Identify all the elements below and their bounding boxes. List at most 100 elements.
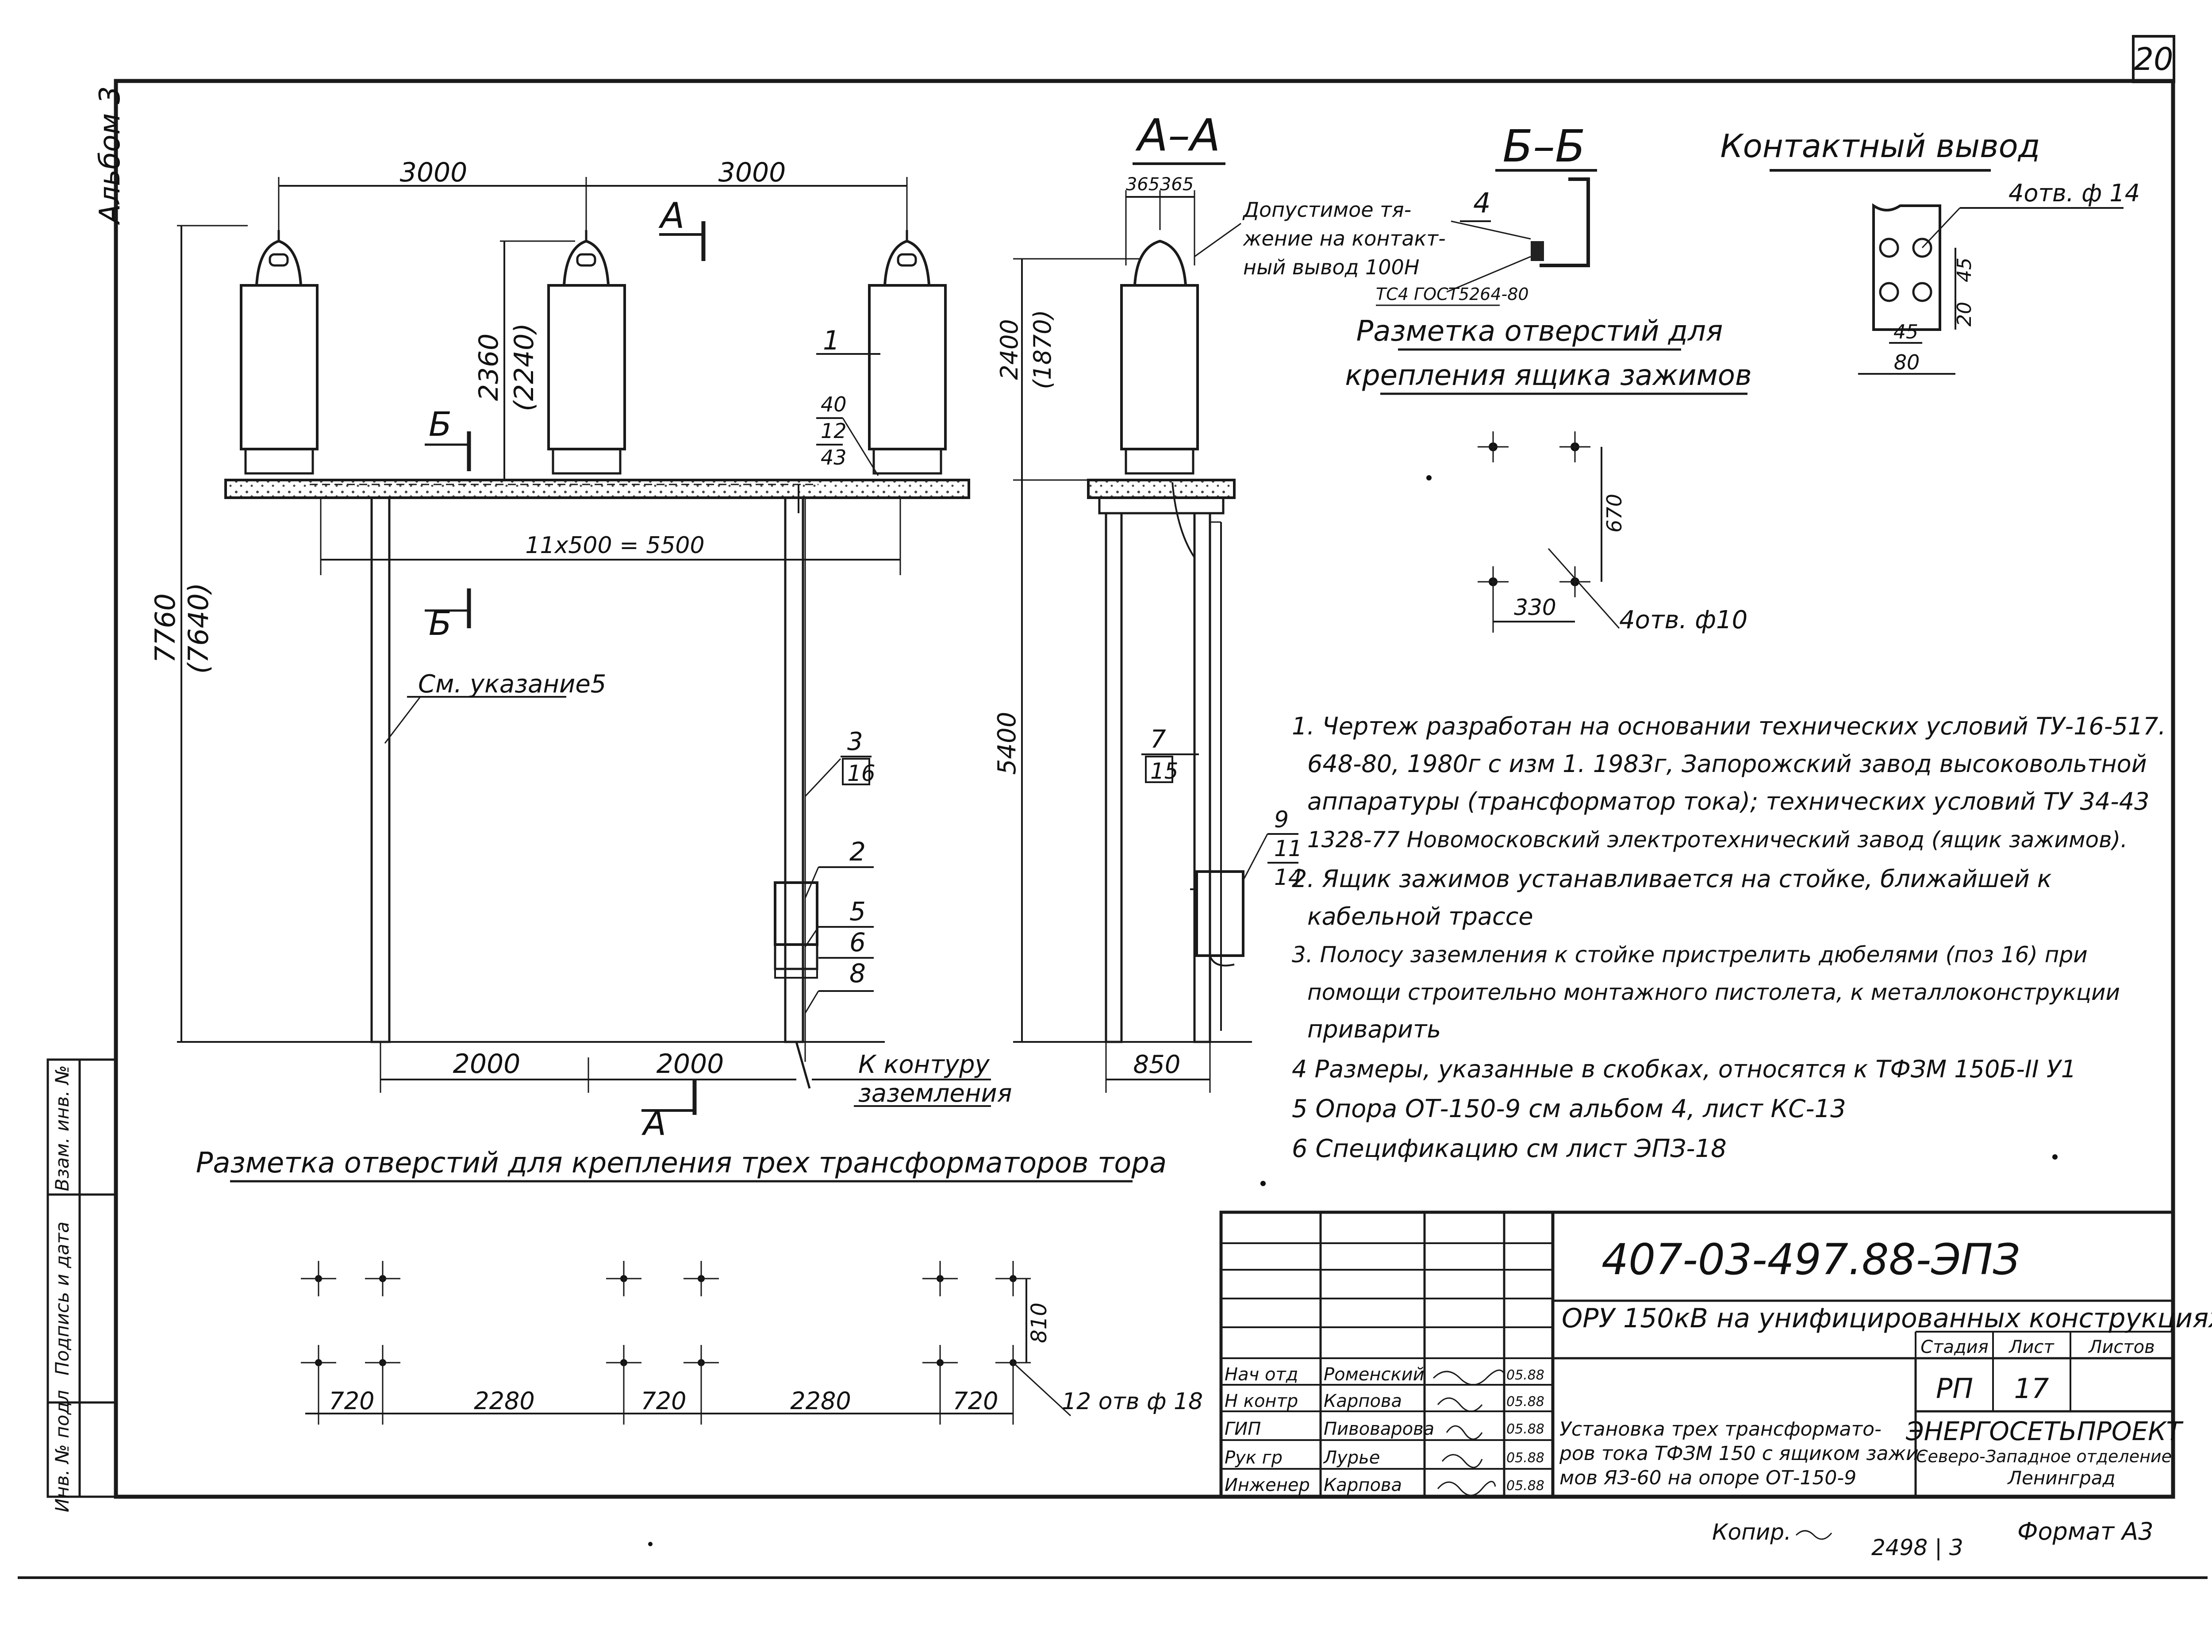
th-dim-2280-b: 2280 — [790, 1387, 851, 1415]
person-date: 05.88 — [1506, 1450, 1544, 1466]
note-line-6: кабельной трассе — [1307, 903, 1533, 930]
box-hole-2 — [1559, 431, 1590, 462]
callout-14: 14 — [1274, 864, 1302, 890]
person-role: Рук гр — [1225, 1448, 1283, 1468]
callout-3: 3 — [847, 727, 863, 756]
inv-label: Инв. № подл — [51, 1390, 73, 1512]
callout-43: 43 — [821, 446, 847, 469]
doc-code: 407-03-497.88-ЭПЗ — [1601, 1235, 2020, 1284]
th-dim-2280-a: 2280 — [474, 1387, 534, 1415]
album-label: Альбом 3 — [94, 86, 127, 225]
box-holes-note: 4отв. ф10 — [1619, 606, 1747, 634]
box-hole-3 — [1478, 566, 1509, 597]
callout-4: 4 — [1473, 187, 1490, 219]
section-bb: Б–Б 4 ТС4 ГОСТ5264-80 — [1376, 120, 1597, 306]
dim-850: 850 — [1133, 1050, 1181, 1079]
note-line-11: 5 Опора ОТ-150-9 см альбом 4, лист КС-13 — [1292, 1095, 1846, 1123]
dim-5400: 5400 — [993, 712, 1022, 775]
box-dim-670: 670 — [1602, 494, 1626, 533]
notes-block: 1. Чертеж разработан на основании технич… — [1260, 712, 2166, 1186]
project-name: ОРУ 150кВ на унифицированных конструкция… — [1562, 1303, 2212, 1334]
person-name: Лурье — [1323, 1448, 1380, 1468]
person-role: Нач отд — [1225, 1364, 1298, 1385]
callout-11: 11 — [1274, 836, 1302, 861]
person-date: 05.88 — [1506, 1478, 1544, 1494]
dim-bottom-left: 2000 — [453, 1049, 521, 1080]
transformer-holes-title: Разметка отверстий для крепления трех тр… — [196, 1147, 1167, 1179]
box-holes-title-line2: крепления ящика зажимов — [1345, 359, 1751, 392]
note-line-8: помощи строительно монтажного пистолета,… — [1307, 980, 2120, 1005]
transformer-left — [240, 230, 319, 475]
callout-2: 2 — [849, 837, 866, 867]
callout-40: 40 — [821, 392, 847, 416]
dim-365-right: 365 — [1160, 174, 1194, 195]
callout-8: 8 — [849, 958, 866, 988]
person-role: ГИП — [1225, 1419, 1261, 1439]
signature — [1446, 1425, 1483, 1440]
signature — [1432, 1369, 1505, 1386]
people-row-4: Рук гр Лурье 05.88 — [1225, 1448, 1544, 1468]
title-block: 407-03-497.88-ЭПЗ ОРУ 150кВ на унифициро… — [1219, 1210, 2212, 1498]
hole-group-2 — [606, 1261, 719, 1380]
box-hole-4 — [1559, 566, 1590, 597]
note-line-2: 648-80, 1980г с изм 1. 1983г, Запорожски… — [1307, 750, 2147, 778]
callout-12: 12 — [821, 419, 847, 443]
dim-holes-span: 11х500 = 5500 — [525, 532, 704, 559]
sign-label: Подпись и дата — [51, 1222, 73, 1375]
tension-note-line1: Допустимое тя- — [1242, 198, 1411, 222]
sheet-value: 17 — [2014, 1372, 2049, 1405]
dim-top-height: 2400 — [995, 319, 1023, 380]
terminal-holes-note: 4отв. ф 14 — [2008, 179, 2140, 207]
person-name: Роменский — [1324, 1364, 1425, 1385]
terminal-dim-45-vertical: 45 — [1953, 257, 1976, 282]
note-line-9: приварить — [1307, 1015, 1441, 1043]
tension-note-line2: жение на контакт- — [1243, 227, 1446, 250]
people-row-3: ГИП Пивоварова 05.88 — [1225, 1419, 1544, 1440]
callout-7: 7 — [1150, 725, 1166, 754]
signature — [1437, 1397, 1483, 1412]
callout-15: 15 — [1150, 758, 1179, 784]
th-dim-720-b: 720 — [641, 1387, 686, 1415]
sheet-title-line1: Установка трех трансформато- — [1559, 1418, 1882, 1441]
transformer-holes: Разметка отверстий для крепления трех тр… — [196, 1147, 1203, 1425]
terminal-dim-80: 80 — [1894, 350, 1920, 374]
people-row-5: Инженер Карпова 05.88 — [1225, 1475, 1544, 1496]
sheets-header: Листов — [2088, 1337, 2154, 1357]
footer-copied: Копир. — [1712, 1519, 1791, 1545]
section-bb-title: Б–Б — [1502, 120, 1585, 172]
section-a-mark-bottom: А — [641, 1103, 666, 1143]
person-date: 05.88 — [1506, 1421, 1544, 1437]
ground-label-line1: К контуру — [858, 1050, 990, 1079]
clamp-box — [774, 881, 818, 946]
crossbeam — [224, 479, 970, 499]
tension-note-line3: ный вывод 100Н — [1243, 255, 1419, 279]
people-row-2: Н контр Карпова 05.88 — [1225, 1391, 1544, 1412]
dim-total-height: 7760 — [149, 593, 181, 663]
org-line2: Северо-Западное отделение — [1916, 1447, 2172, 1466]
callout-6: 6 — [849, 927, 866, 957]
stage-value: РП — [1936, 1372, 1973, 1405]
person-name: Карпова — [1324, 1475, 1402, 1495]
contact-terminal: Контактный вывод 4отв. ф 14 45 20 45 80 — [1720, 127, 2140, 375]
note-line-4: 1328-77 Новомосковский электротехнически… — [1307, 827, 2128, 853]
footer: Копир. 2498 | 3 Формат А3 — [648, 1518, 2154, 1560]
sheet-title-line3: мов ЯЗ-60 на опоре ОТ-150-9 — [1559, 1467, 1856, 1489]
dim-top-height-alt: (1870) — [1029, 310, 1056, 389]
front-view: 3000 3000 А — [149, 157, 1012, 1143]
note-line-3: аппаратуры (трансформатор тока); техниче… — [1307, 788, 2149, 815]
note-line-5: 2. Ящик зажимов устанавливается на стойк… — [1292, 865, 2052, 893]
ground-label-line2: заземления — [858, 1079, 1012, 1108]
people-row-1: Нач отд Роменский 05.88 — [1225, 1364, 1544, 1386]
dim-top-right: 3000 — [718, 157, 786, 188]
person-name: Пивоварова — [1324, 1419, 1434, 1439]
dim-total-height-alt: (7640) — [182, 583, 215, 674]
sheet-header: Лист — [2008, 1337, 2055, 1357]
hole-group-3 — [922, 1261, 1031, 1380]
signature — [1441, 1454, 1483, 1468]
org-line3: Ленинград — [2007, 1467, 2115, 1489]
th-dim-720-c: 720 — [952, 1387, 998, 1415]
org-line1: ЭНЕРГОСЕТЬПРОЕКТ — [1905, 1416, 2184, 1446]
sheet-frame: 20 Альбом 3 — [18, 35, 2208, 1579]
dim-bottom-right: 2000 — [657, 1049, 724, 1080]
note-line-7: 3. Полосу заземления к стойке пристрелит… — [1292, 942, 2088, 968]
